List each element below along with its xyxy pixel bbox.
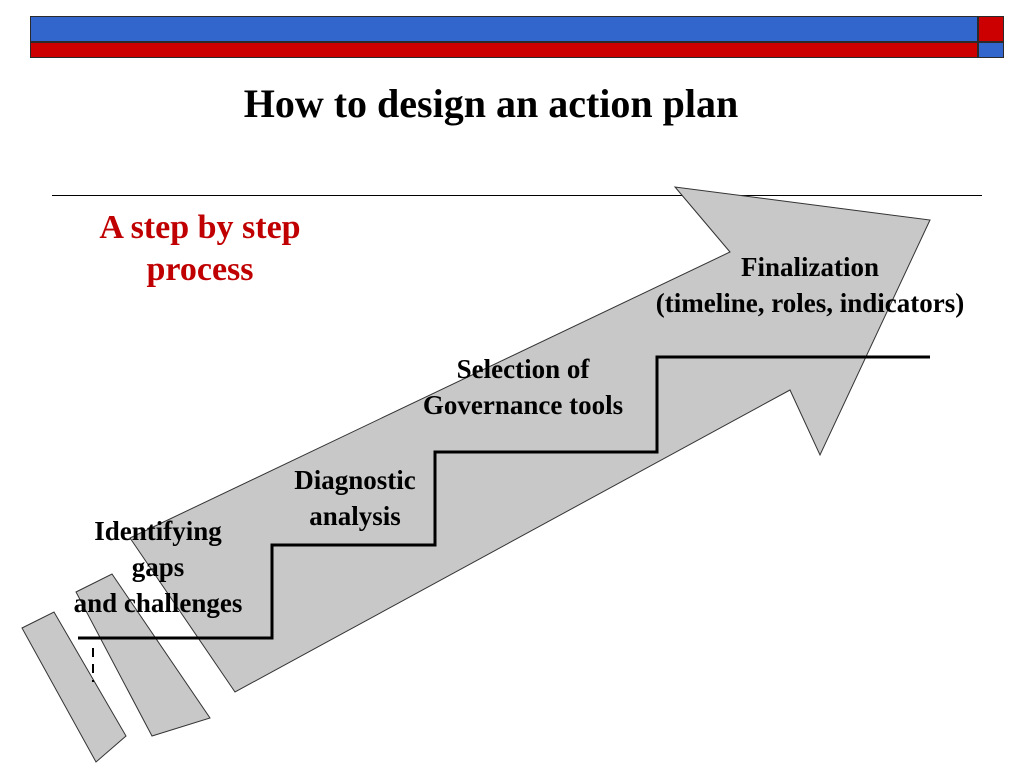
page-title: How to design an action plan (243, 81, 739, 126)
header-bar-red (30, 42, 978, 58)
step-1-label: Identifying gaps and challenges (50, 513, 266, 621)
step-4-line-1: Finalization (740, 252, 879, 282)
subtitle-line-1: A step by step (99, 209, 301, 246)
step-1-line-2: gaps (131, 552, 185, 582)
step-4-line-2: (timeline, roles, indicators) (655, 288, 965, 318)
subtitle: A step by step process (60, 207, 340, 291)
step-3-line-1: Selection of (456, 354, 590, 384)
subtitle-line-2: process (146, 251, 254, 288)
staircase-arrow (129, 186, 931, 693)
title-divider (52, 195, 982, 196)
step-2-line-2: analysis (309, 501, 401, 531)
corner-block-blue (978, 42, 1004, 58)
arrow-tail-strip-inner (75, 573, 211, 737)
step-3-label: Selection of Governance tools (392, 351, 654, 423)
step-3-line-2: Governance tools (422, 390, 624, 420)
corner-block-red (978, 16, 1004, 42)
step-1-line-1: Identifying (94, 516, 222, 546)
step-2-line-1: Diagnostic (294, 465, 416, 495)
step-1-line-3: and challenges (73, 588, 243, 618)
step-2-label: Diagnostic analysis (270, 462, 440, 534)
staircase-line (78, 355, 930, 640)
step-4-label: Finalization (timeline, roles, indicator… (612, 249, 1008, 321)
arrow-tail-strip-outer (21, 611, 127, 763)
header-bar-blue (30, 16, 978, 42)
